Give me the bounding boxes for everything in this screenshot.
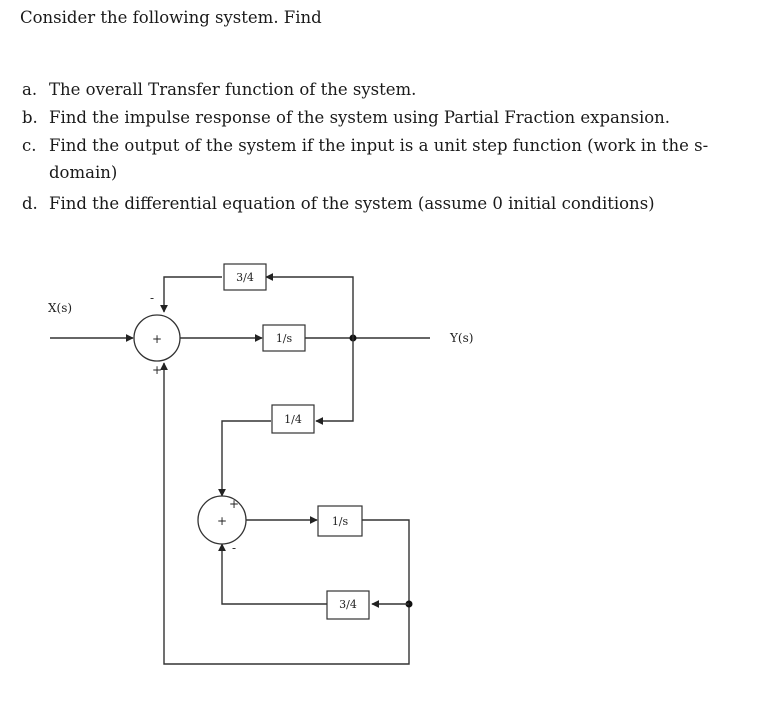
block-middle-gain-label: 1/4 <box>284 413 302 426</box>
summing-junction-1: + <box>133 314 181 362</box>
top-feedback-wire-in <box>265 273 354 338</box>
block-bottom-feedback-label: 3/4 <box>339 598 357 611</box>
question-c-letter: c. <box>22 136 37 155</box>
sum1-top-sign: - <box>150 291 154 305</box>
bottom-feedback-wire-out <box>218 543 327 605</box>
question-c-text: Find the output of the system if the inp… <box>49 136 709 155</box>
block-bottom-feedback: 3/4 <box>326 590 370 620</box>
question-b: b. Find the impulse response of the syste… <box>22 108 670 128</box>
question-b-text: Find the impulse response of the system … <box>49 108 671 127</box>
middle-gain-wire-out <box>218 420 271 497</box>
sum1-symbol: + <box>152 332 162 346</box>
input-label: X(s) <box>48 301 72 315</box>
middle-gain-wire-in <box>315 338 354 425</box>
output-label: Y(s) <box>449 331 473 345</box>
sum2-symbol: + <box>217 514 227 528</box>
block-integrator-1-label: 1/s <box>276 332 293 345</box>
question-a-text: The overall Transfer function of the sys… <box>49 80 417 99</box>
question-d-letter: d. <box>22 194 38 213</box>
block-top-feedback-label: 3/4 <box>236 271 254 284</box>
block-integrator-2: 1/s <box>317 505 363 537</box>
problem-intro: Consider the following system. Find <box>20 8 322 27</box>
question-c-continuation: domain) <box>49 163 118 182</box>
question-d: d. Find the differential equation of the … <box>22 194 655 214</box>
question-a: a. The overall Transfer function of the s… <box>22 80 416 100</box>
question-c: c. Find the output of the system if the i… <box>22 136 708 156</box>
block-middle-gain: 1/4 <box>271 404 315 434</box>
summing-junction-2: + <box>197 495 247 545</box>
question-a-letter: a. <box>22 80 38 99</box>
block-integrator-1: 1/s <box>262 324 306 352</box>
question-d-text: Find the differential equation of the sy… <box>49 194 655 213</box>
question-b-letter: b. <box>22 108 38 127</box>
sum2-bottom-sign: - <box>232 541 236 555</box>
sum2-top-sign: + <box>229 497 239 511</box>
top-feedback-wire-out <box>160 276 222 313</box>
block-integrator-2-label: 1/s <box>332 515 349 528</box>
sum1-bottom-sign: + <box>152 363 162 377</box>
block-top-feedback: 3/4 <box>223 263 267 291</box>
integrator2-output-wire <box>160 362 410 665</box>
